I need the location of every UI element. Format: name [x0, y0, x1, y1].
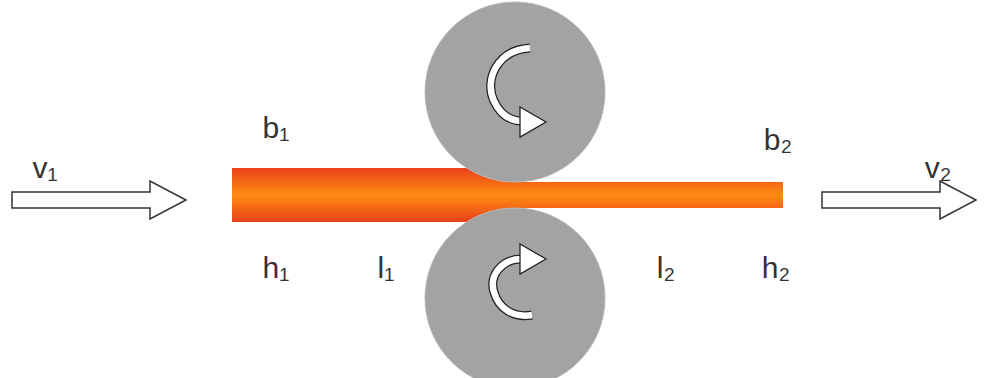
rotation-arrow	[491, 48, 546, 137]
dimension-symbol: l₂	[657, 253, 675, 283]
dimension-symbol: h₂	[762, 253, 790, 283]
dimension-symbol: b₁	[263, 113, 290, 143]
dimension-symbol: v₁	[32, 153, 57, 183]
dimension-symbol: b₂	[764, 125, 792, 155]
dimension-symbol: v₂	[925, 153, 952, 183]
rotation-arrow	[493, 244, 546, 316]
lower-roller	[425, 208, 605, 378]
upper-roller	[425, 2, 605, 182]
dimension-symbol: h₁	[263, 253, 290, 283]
dimension-symbol: l₁	[378, 253, 395, 283]
output-arrow	[822, 181, 976, 219]
input-arrow	[12, 181, 186, 219]
